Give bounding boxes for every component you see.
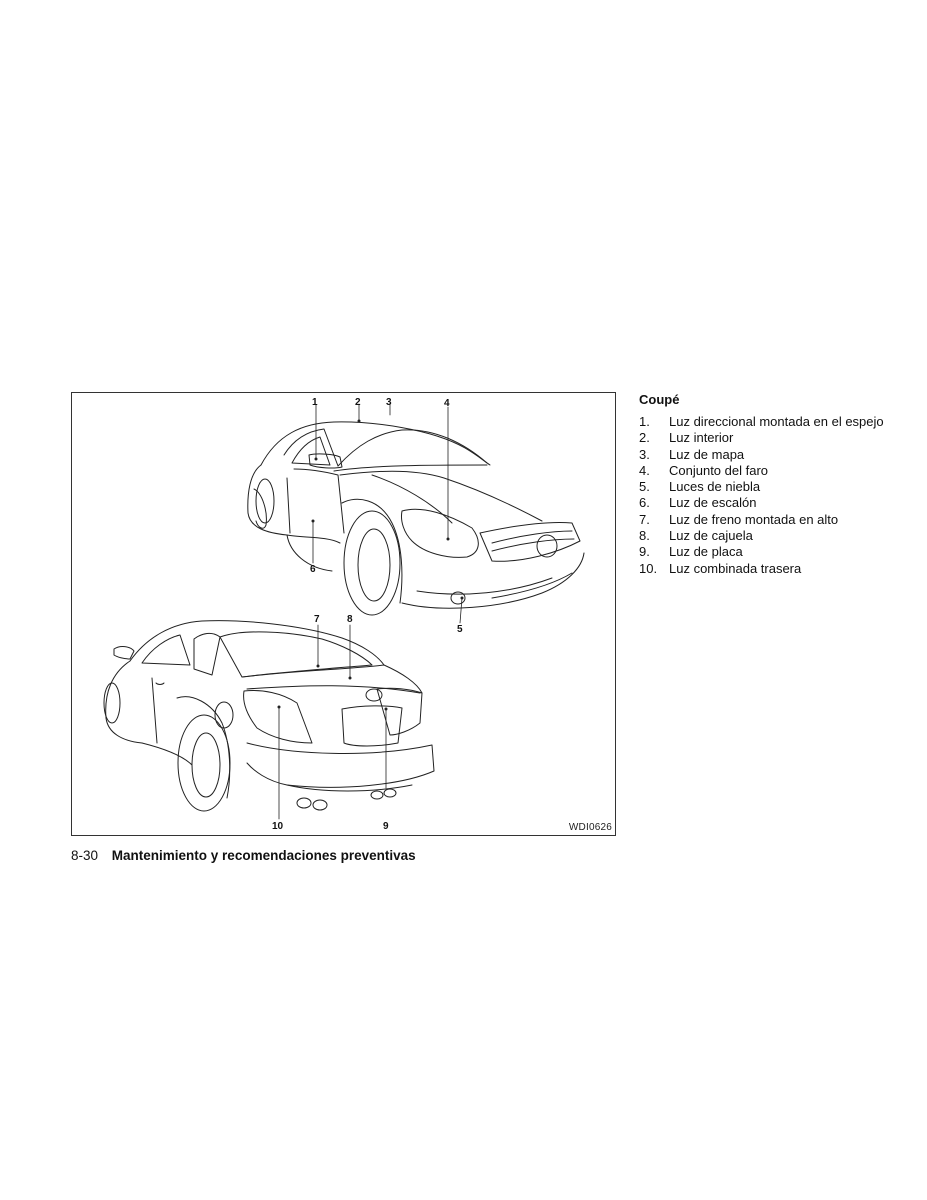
- legend-item: 8. Luz de cajuela: [639, 528, 909, 544]
- legend-item-number: 1.: [639, 414, 650, 429]
- legend-title: Coupé: [639, 392, 680, 407]
- legend-item-label: Luz interior: [669, 430, 734, 446]
- callout-6: 6: [310, 564, 316, 575]
- legend-item-number: 2.: [639, 430, 650, 446]
- legend-item: 7. Luz de freno montada en alto: [639, 512, 909, 528]
- legend-item-label: Luces de niebla: [669, 479, 761, 495]
- legend-item-label: Luz de mapa: [669, 446, 745, 462]
- legend-item-label: Luz de placa: [669, 544, 743, 560]
- legend-item-label: Luz de escalón: [669, 495, 757, 511]
- callout-3: 3: [386, 397, 392, 408]
- legend-item-label: Luz direccional montada en el espejo: [669, 414, 884, 429]
- legend-item: 9. Luz de placa: [639, 544, 909, 560]
- section-title: Mantenimiento y recomendaciones preventi…: [111, 848, 416, 863]
- legend-item: 4. Conjunto del faro: [639, 463, 909, 479]
- legend-item-label: Luz de cajuela: [669, 528, 753, 544]
- legend-item-label: Luz de freno montada en alto: [669, 511, 839, 527]
- legend-item-number: 6.: [639, 495, 650, 511]
- legend-item: 5. Luces de niebla: [639, 479, 909, 495]
- legend-item-number: 8.: [639, 528, 650, 544]
- legend-item-number: 7.: [639, 511, 650, 527]
- legend-item: 6. Luz de escalón: [639, 495, 909, 511]
- legend-item: 10. Luz combinada trasera: [639, 561, 909, 577]
- vehicle-lights-figure: 1 2 3 4 5 6 7 8 9 10 WDI0626: [71, 392, 616, 836]
- page-footer: 8-30 Mantenimiento y recomendaciones pre…: [71, 848, 416, 863]
- callout-9: 9: [383, 821, 389, 832]
- page-number: 8-30: [71, 848, 99, 863]
- legend-item-label: Conjunto del faro: [669, 462, 769, 478]
- legend-item-number: 3.: [639, 446, 650, 462]
- callout-leaders: [278, 404, 463, 820]
- legend-item: 3. Luz de mapa: [639, 447, 909, 463]
- legend-item-label: Luz combinada trasera: [669, 560, 802, 576]
- legend-list: 1. Luz direccional montada en el espejo …: [639, 414, 909, 577]
- legend-item-number: 4.: [639, 462, 650, 478]
- callout-1: 1: [312, 397, 318, 408]
- legend-item-number: 5.: [639, 479, 650, 495]
- legend-item: 1. Luz direccional montada en el espejo: [639, 414, 909, 430]
- legend-item-number: 10.: [639, 560, 658, 576]
- legend-item: 2. Luz interior: [639, 430, 909, 446]
- rear-view-car: [103, 620, 435, 812]
- coupe-illustration: [103, 404, 585, 820]
- callout-2: 2: [355, 397, 361, 408]
- legend-item-number: 9.: [639, 544, 650, 560]
- lights-legend: Coupé 1. Luz direccional montada en el e…: [639, 391, 909, 577]
- callout-10: 10: [272, 821, 284, 832]
- callout-8: 8: [347, 614, 353, 625]
- callout-7: 7: [314, 614, 320, 625]
- callout-4: 4: [444, 398, 450, 409]
- front-view-car: [247, 421, 585, 616]
- callout-5: 5: [457, 624, 463, 635]
- figure-code: WDI0626: [568, 822, 612, 833]
